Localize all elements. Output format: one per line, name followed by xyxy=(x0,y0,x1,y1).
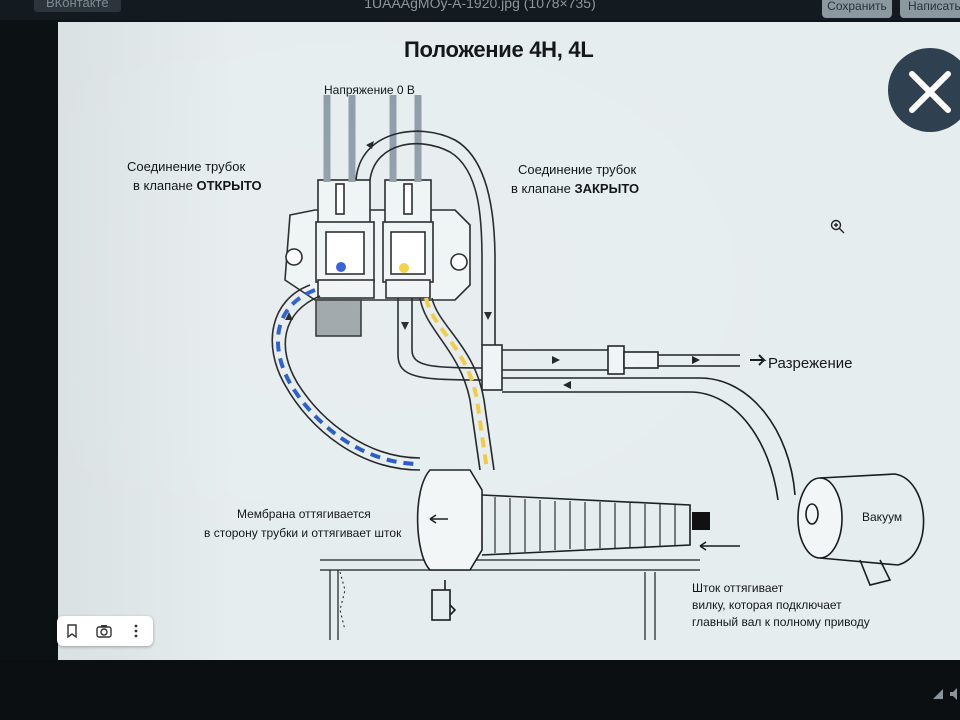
diagram-title: Положение 4H, 4L xyxy=(404,37,594,62)
closed-valve-state: ЗАКРЫТО xyxy=(574,181,640,196)
open-valve-state: ОТКРЫТО xyxy=(196,178,262,193)
rod-label-line3: главный вал к полному приводу xyxy=(692,615,870,629)
camera-icon[interactable] xyxy=(95,622,113,640)
closed-valve-prefix: в клапане xyxy=(511,181,575,196)
taskbar xyxy=(0,660,960,720)
voltage-label: Напряжение 0 В xyxy=(324,83,415,97)
close-viewer-button[interactable] xyxy=(888,48,960,132)
open-valve-label-line1: Соединение трубок xyxy=(127,159,246,174)
zoom-in-icon[interactable] xyxy=(830,219,846,235)
open-valve-label-line2: в клапане ОТКРЫТО xyxy=(133,178,262,193)
image-filename: 1UAAAgMOy-A-1920.jpg (1078×735) xyxy=(364,0,596,11)
save-button[interactable]: Сохранить xyxy=(822,0,892,18)
write-button[interactable]: Написать xyxy=(900,0,960,18)
previous-tab[interactable]: ВКонтакте xyxy=(34,0,121,12)
close-icon xyxy=(909,71,951,113)
open-indicator-dot xyxy=(336,262,346,272)
tray-arrow-icon[interactable] xyxy=(932,688,944,700)
bookmark-icon[interactable] xyxy=(63,622,81,640)
closed-indicator-dot xyxy=(399,263,409,273)
vacuum-tank-label: Вакуум xyxy=(862,510,903,524)
vacuum-line-label: Разрежение xyxy=(768,355,853,372)
membrane-label-line1: Мембрана оттягивается xyxy=(237,507,371,521)
open-valve-prefix: в клапане xyxy=(133,178,197,193)
more-vertical-icon[interactable] xyxy=(127,622,145,640)
browser-top-bar: ВКонтакте 1UAAAgMOy-A-1920.jpg (1078×735… xyxy=(0,0,960,20)
speaker-icon[interactable] xyxy=(950,688,960,700)
membrane-label-line2: в сторону трубки и оттягивает шток xyxy=(204,526,402,540)
closed-valve-label-line2: в клапане ЗАКРЫТО xyxy=(511,181,639,196)
image-tools-panel xyxy=(57,616,153,646)
closed-valve-label-line1: Соединение трубок xyxy=(518,162,637,177)
vacuum-diagram xyxy=(271,95,925,640)
left-dark-margin xyxy=(0,20,58,660)
rod-label-line1: Шток оттягивает xyxy=(692,581,784,595)
rod-label-line2: вилку, которая подключает xyxy=(692,598,842,612)
